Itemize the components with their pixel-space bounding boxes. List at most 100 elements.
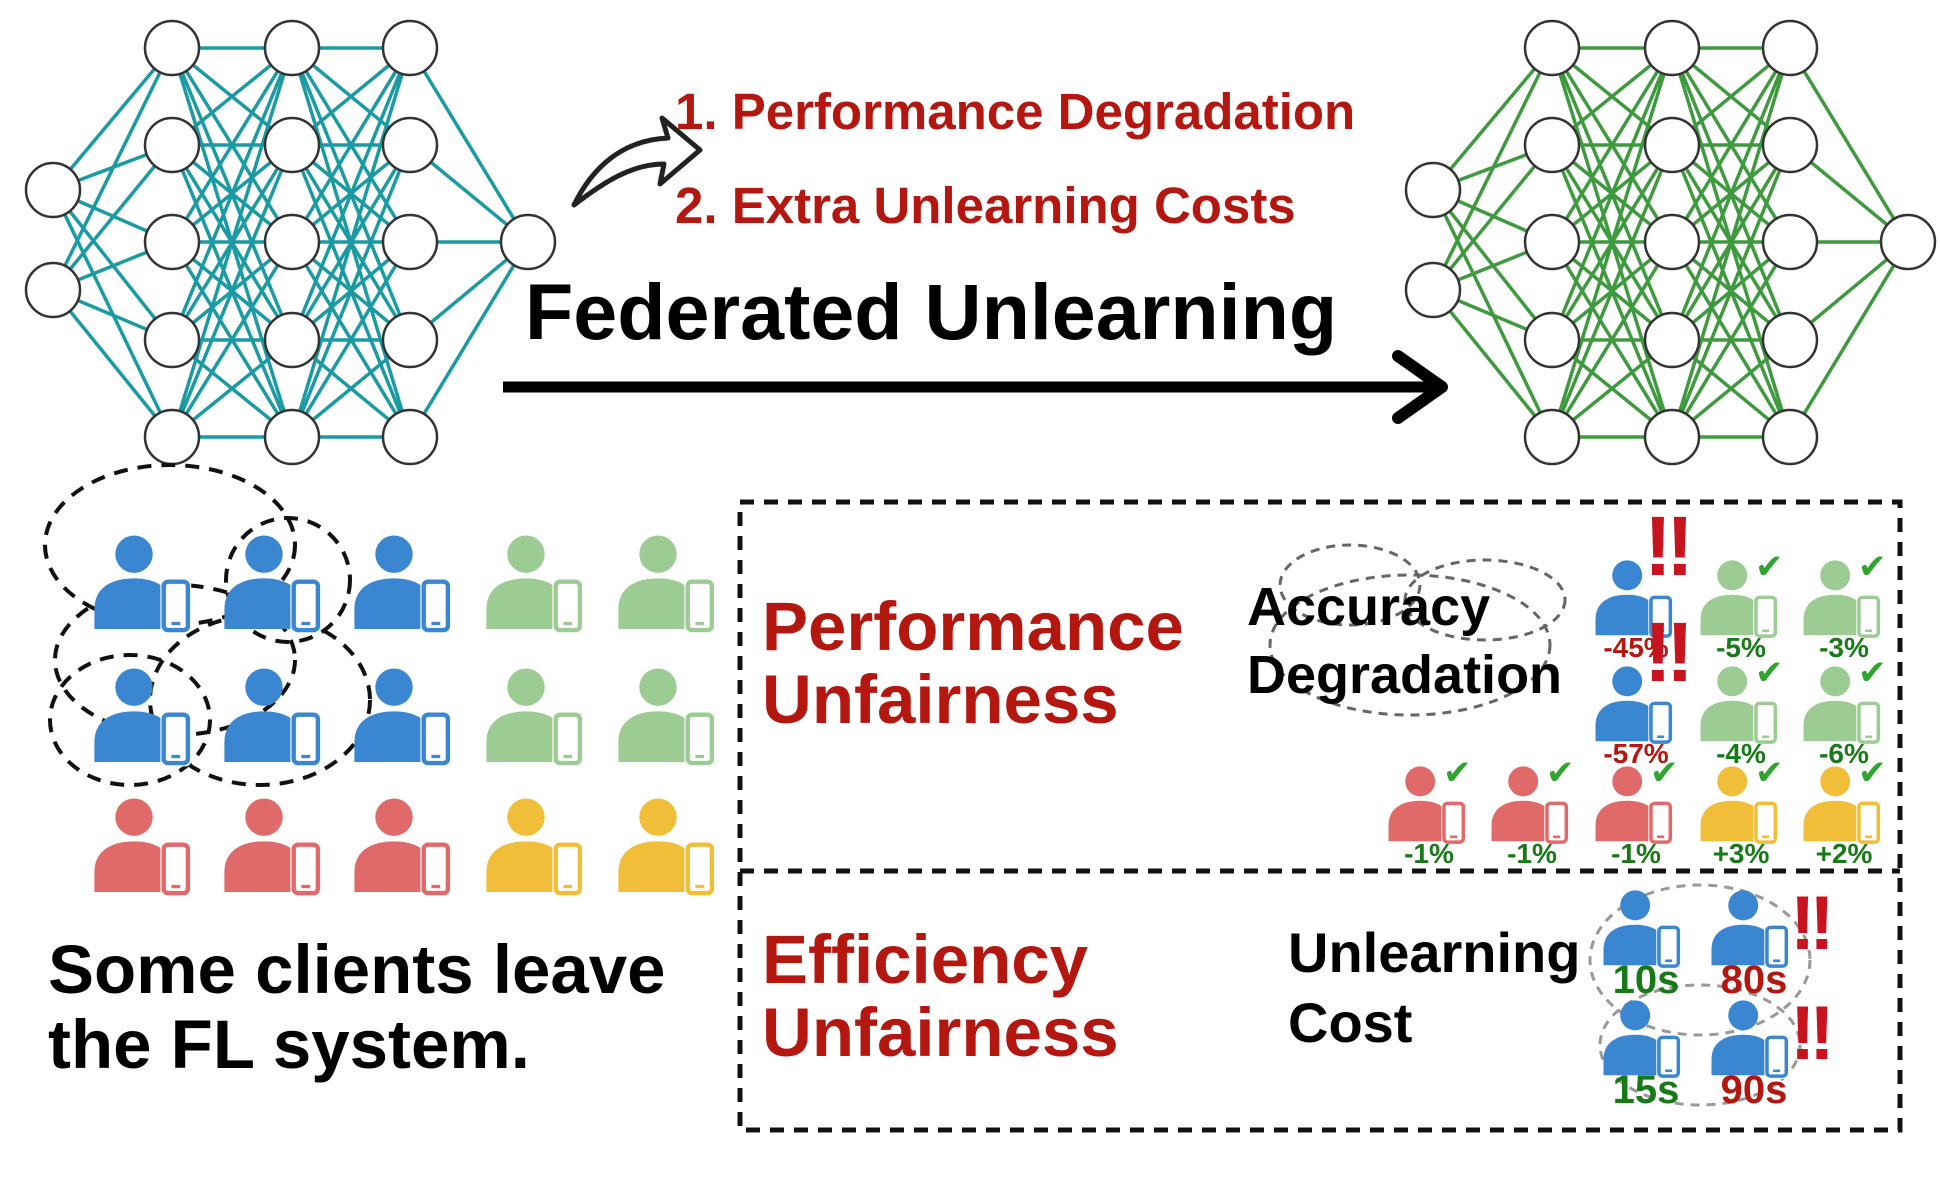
- network-edge: [408, 241, 530, 438]
- network-node: [1404, 261, 1462, 319]
- network-edge: [1550, 144, 1674, 438]
- double-exclamation-icon: !!: [1644, 499, 1694, 593]
- accuracy-change-value: -45%: [1603, 632, 1669, 663]
- network-node: [1404, 161, 1462, 219]
- network-edge: [1670, 47, 1792, 341]
- checkmark-icon: ✔: [1546, 753, 1575, 793]
- network-edge: [170, 47, 294, 341]
- unlearning-time-value: 10s: [1612, 958, 1680, 1002]
- accuracy-change-value: -4%: [1716, 738, 1766, 769]
- network-edge: [290, 47, 412, 243]
- accuracy-change-value: -1%: [1611, 838, 1661, 869]
- user-with-phone-icon: [1385, 762, 1473, 850]
- issue-extra-unlearning-costs: 2. Extra Unlearning Costs: [675, 177, 1296, 234]
- user-with-phone-icon: [1697, 762, 1785, 850]
- network-node: [1523, 213, 1581, 271]
- network-node: [1879, 213, 1937, 271]
- user-with-phone-icon: [1592, 556, 1680, 644]
- network-edge: [51, 143, 174, 292]
- user-with-phone-icon: [90, 663, 200, 773]
- user-with-phone-icon: [350, 663, 460, 773]
- user-with-phone-icon: [482, 663, 592, 773]
- accuracy-change-value: +3%: [1712, 838, 1770, 869]
- user-with-phone-icon: [1708, 886, 1796, 974]
- network-edge: [1550, 47, 1674, 243]
- accuracy-label-line-1: Accuracy: [1247, 577, 1491, 637]
- user-with-phone-icon: [614, 530, 724, 640]
- network-node: [1643, 19, 1701, 77]
- user-with-phone-icon: [1600, 996, 1688, 1084]
- curved-arrow-icon: [571, 115, 703, 208]
- checkmark-icon: ✔: [1755, 547, 1784, 587]
- network-node: [143, 311, 201, 369]
- user-with-phone-icon: [482, 793, 592, 903]
- user-with-phone-icon: [220, 663, 330, 773]
- network-edge: [1431, 288, 1554, 439]
- user-with-phone-icon: [220, 530, 330, 640]
- federated-unlearning-arrow: [503, 350, 1448, 424]
- user-with-phone-icon: [1800, 556, 1888, 644]
- checkmark-icon: ✔: [1755, 753, 1784, 793]
- checkmark-icon: ✔: [1858, 653, 1887, 693]
- network-node: [24, 261, 82, 319]
- accuracy-change-value: -6%: [1819, 738, 1869, 769]
- network-edge: [170, 144, 294, 438]
- user-with-phone-icon: [614, 663, 724, 773]
- user-with-phone-icon: [1800, 662, 1888, 750]
- network-node: [381, 213, 439, 271]
- network-node: [24, 161, 82, 219]
- network-node: [1523, 116, 1581, 174]
- network-node: [1761, 408, 1819, 466]
- network-edge: [51, 46, 174, 192]
- network-edge: [1670, 241, 1792, 438]
- network-node: [1761, 213, 1819, 271]
- network-node: [1761, 311, 1819, 369]
- user-with-phone-icon: [1600, 886, 1688, 974]
- efficiency-title-line-2: Unfairness: [762, 994, 1119, 1071]
- network-edge: [1550, 47, 1674, 341]
- performance-title-line-2: Unfairness: [762, 661, 1119, 738]
- unlearning-cost-group: [1588, 883, 1812, 1107]
- unfairness-panels: [737, 499, 1903, 1133]
- network-edge: [1670, 144, 1792, 438]
- network-node: [499, 213, 557, 271]
- network-node: [1523, 408, 1581, 466]
- network-node: [263, 408, 321, 466]
- network-edge: [290, 144, 412, 438]
- network-node: [1643, 116, 1701, 174]
- network-node: [263, 311, 321, 369]
- performance-title-line-1: Performance: [762, 588, 1184, 665]
- checkmark-icon: ✔: [1858, 753, 1887, 793]
- issue-performance-degradation: 1. Performance Degradation: [675, 83, 1356, 140]
- network-edge: [1550, 47, 1674, 438]
- user-with-phone-icon: [1592, 662, 1680, 750]
- unlearning-time-value: 80s: [1720, 958, 1788, 1002]
- network-node: [143, 408, 201, 466]
- accuracy-change-value: -1%: [1507, 838, 1557, 869]
- user-with-phone-icon: [614, 793, 724, 903]
- accuracy-change-value: -5%: [1716, 632, 1766, 663]
- original-model-network: [24, 19, 557, 466]
- unlearned-model-network: [1404, 19, 1937, 466]
- network-edge: [1788, 47, 1910, 243]
- network-node: [1761, 116, 1819, 174]
- network-edge: [1670, 47, 1792, 243]
- unlearning-time-value: 15s: [1612, 1068, 1680, 1112]
- user-with-phone-icon: [1697, 556, 1785, 644]
- network-node: [263, 213, 321, 271]
- network-edge: [51, 288, 174, 439]
- network-edge: [290, 47, 412, 438]
- network-edge: [170, 47, 294, 438]
- user-with-phone-icon: [1800, 762, 1888, 850]
- user-with-phone-icon: [350, 793, 460, 903]
- checkmark-icon: ✔: [1858, 547, 1887, 587]
- network-edge: [51, 47, 174, 291]
- unlearning-cost-label-line-1: Unlearning: [1288, 921, 1581, 984]
- network-edge: [1431, 143, 1554, 292]
- network-edge: [1431, 47, 1554, 291]
- network-node: [263, 19, 321, 77]
- accuracy-degradation-cloud: [1268, 543, 1567, 717]
- double-exclamation-icon: !!: [1644, 605, 1694, 699]
